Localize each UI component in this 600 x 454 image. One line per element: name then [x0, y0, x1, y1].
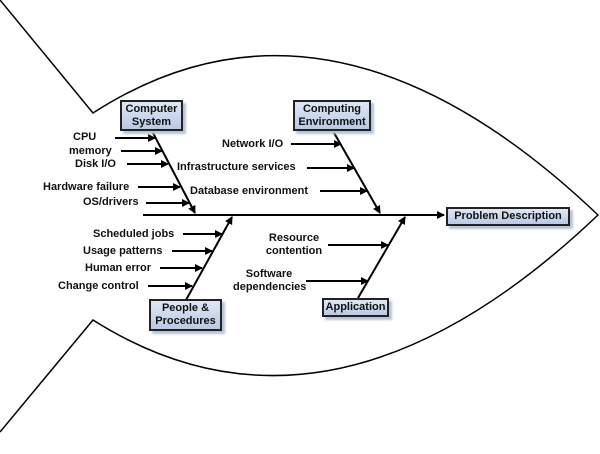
pp-line1: People &	[161, 302, 210, 314]
res-line1: Resource	[268, 232, 320, 244]
cause-human-error: Human error	[85, 262, 152, 274]
category-people-procedures: People &Procedures	[149, 299, 222, 331]
res-line2: contention	[265, 245, 323, 257]
bone-application	[357, 216, 406, 299]
cause-cpu: CPU	[73, 131, 97, 143]
cause-usage-patterns: Usage patterns	[83, 245, 163, 257]
cause-change-control: Change control	[58, 280, 139, 292]
bone-people-procedures	[185, 216, 233, 301]
effect-problem-description: Problem Description	[446, 207, 570, 226]
cs-line1: Computer	[125, 102, 178, 115]
cause-hardware-failure: Hardware failure	[43, 181, 130, 193]
cause-database-environment: Database environment	[190, 185, 308, 197]
cause-network-io: Network I/O	[222, 138, 284, 150]
effect-label: Problem Description	[454, 210, 562, 222]
cause-arrows	[115, 134, 389, 290]
sw-line2: dependencies	[233, 281, 307, 293]
cs-line2: System	[131, 115, 172, 128]
app-label: Application	[325, 301, 386, 313]
sw-line1: Software	[245, 268, 293, 280]
ce-line1: Computing	[302, 102, 362, 115]
cause-scheduled-jobs: Scheduled jobs	[93, 228, 175, 240]
fish-outline	[0, 0, 600, 433]
cause-disk-io: Disk I/O	[75, 158, 116, 170]
pp-line2: Procedures	[155, 315, 216, 327]
cause-memory: memory	[69, 145, 112, 157]
cause-infrastructure-services: Infrastructure services	[177, 161, 296, 173]
cause-os-drivers: OS/drivers	[83, 196, 139, 208]
ce-line2: Environment	[298, 115, 366, 128]
category-application: Application	[322, 298, 389, 317]
